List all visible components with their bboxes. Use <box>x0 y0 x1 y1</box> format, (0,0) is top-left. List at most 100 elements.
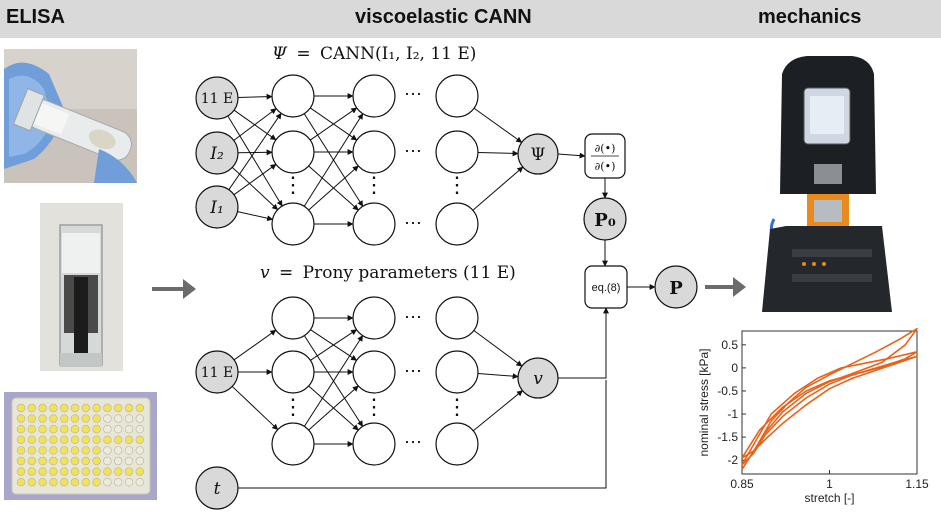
ellipsis-vertical: ⋮ <box>282 173 304 198</box>
plate-well <box>92 446 101 455</box>
equation-box <box>584 265 628 309</box>
hysteresis-loop <box>741 350 918 466</box>
ellipsis-horizontal: ⋯ <box>404 432 422 453</box>
header-bar: ELISA viscoelastic CANN mechanics <box>0 0 941 38</box>
ellipsis-vertical: ⋮ <box>446 395 468 420</box>
plate-well <box>27 435 36 444</box>
hidden-neuron <box>271 350 315 394</box>
mechanics-heading: mechanics <box>758 6 862 28</box>
plate-well <box>49 456 58 466</box>
network-edge <box>472 390 523 432</box>
plate-well <box>49 467 58 476</box>
time-input-node <box>195 466 239 510</box>
hidden-neuron <box>435 422 479 466</box>
network-edge <box>233 108 277 141</box>
plate-well <box>113 477 123 487</box>
plate-well <box>70 414 80 423</box>
p0-node <box>583 197 627 241</box>
v-output-node <box>517 357 559 399</box>
network-edge <box>477 150 519 157</box>
hidden-neuron <box>352 422 396 466</box>
plate-well <box>16 403 26 413</box>
x-tick-label: 1.15 <box>905 477 929 491</box>
plate-well <box>135 456 145 466</box>
plate-well <box>124 477 134 487</box>
network-edge <box>557 152 586 159</box>
cann-heading: viscoelastic CANN <box>355 6 532 28</box>
hidden-neuron <box>271 202 315 246</box>
ellipsis-horizontal: ⋯ <box>404 307 422 328</box>
plate-well <box>16 446 26 455</box>
network-edge <box>232 166 279 211</box>
plate-well <box>49 424 58 434</box>
plate-well <box>81 435 91 444</box>
x-tick-label: 1 <box>826 477 833 491</box>
network-edge <box>237 93 273 100</box>
p-node <box>654 265 698 309</box>
sample-tube-photo <box>4 49 137 183</box>
plate-well <box>38 414 47 423</box>
hidden-neuron <box>435 296 479 340</box>
plate-well <box>113 414 123 423</box>
v-to-equation-arrow <box>558 307 609 379</box>
plate-well <box>135 467 145 476</box>
plate-well <box>70 435 80 444</box>
hidden-neuron <box>271 422 315 466</box>
ellipsis-vertical: ⋮ <box>282 395 304 420</box>
plate-well <box>49 477 58 487</box>
v-output-label: v <box>533 369 543 389</box>
hidden-neuron <box>435 202 479 246</box>
hidden-neuron <box>271 74 315 118</box>
ellipsis-horizontal: ⋯ <box>404 361 422 382</box>
y-tick-label: 0 <box>731 361 738 375</box>
plate-well <box>49 403 58 413</box>
hidden-neuron <box>352 74 396 118</box>
plate-well <box>124 456 134 466</box>
hidden-neuron <box>352 130 396 174</box>
network-edge <box>473 107 523 143</box>
plate-well <box>103 414 112 423</box>
plate-well <box>135 403 145 413</box>
input-node-11e <box>195 76 239 120</box>
prony-network-nodes <box>271 296 479 466</box>
plate-well <box>135 414 145 423</box>
y-tick-label: -0.5 <box>717 384 738 398</box>
plate-well <box>135 446 145 455</box>
plate-well <box>81 414 91 423</box>
y-tick-label: 0.5 <box>721 338 738 352</box>
chart-x-axis-label: stretch [-] <box>804 491 854 505</box>
network-edge <box>228 112 282 190</box>
plate-well <box>113 446 123 455</box>
prony-network-edges <box>231 315 523 447</box>
plate-well <box>103 446 112 455</box>
hidden-neuron <box>271 130 315 174</box>
hidden-neuron <box>435 350 479 394</box>
chart-y-axis-label: nominal stress [kPa] <box>697 348 711 456</box>
plate-well <box>135 435 145 444</box>
plate-well <box>27 424 36 434</box>
hidden-neuron <box>352 350 396 394</box>
plate-well <box>135 424 145 434</box>
plate-well <box>16 467 26 476</box>
right-flow-arrow <box>705 277 746 297</box>
chart-plot-frame <box>741 330 918 475</box>
connector-arrows <box>238 284 656 489</box>
network-edge <box>477 373 519 380</box>
plate-well <box>27 456 36 466</box>
plate-well <box>124 403 134 413</box>
plate-well <box>70 403 80 413</box>
plate-well <box>92 424 101 434</box>
plate-well <box>113 456 123 466</box>
plate-well <box>27 477 36 487</box>
plate-well <box>103 467 112 476</box>
plate-well <box>103 403 112 413</box>
ellipsis-vertical: ⋮ <box>363 395 385 420</box>
left-flow-arrow <box>152 279 196 299</box>
plate-well <box>16 456 26 466</box>
plate-well <box>70 467 80 476</box>
plate-well <box>103 477 112 487</box>
plate-well <box>124 424 134 434</box>
